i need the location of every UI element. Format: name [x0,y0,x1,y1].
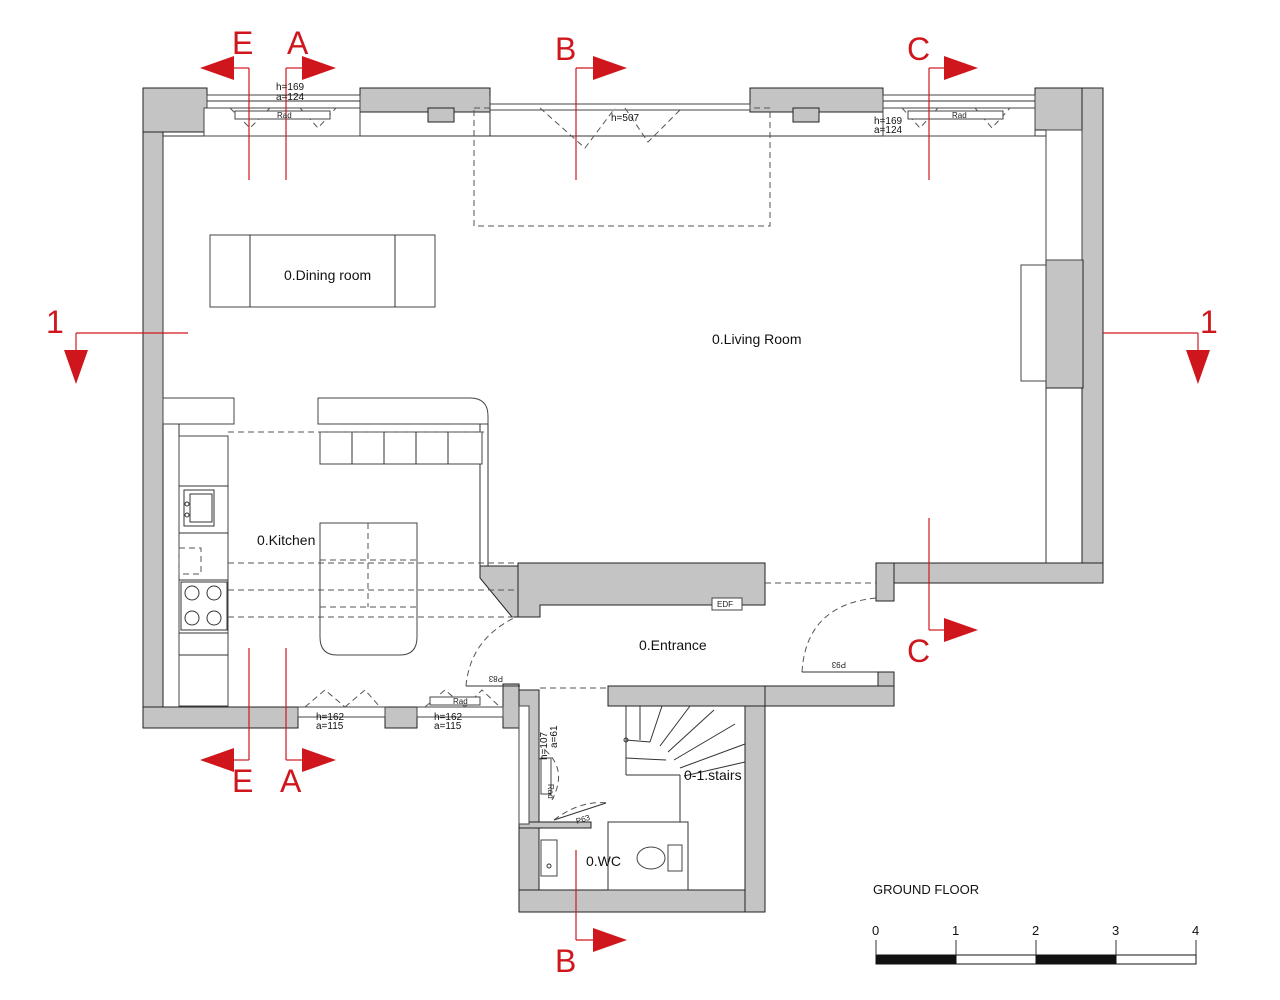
kitchen-counter-top [317,397,489,425]
wall-annex-south [518,889,766,913]
note-nw-window-h: h=169 [276,82,305,93]
note-s-window-1-h: h=162 [316,712,345,723]
scale-tick-0: 0 [872,923,879,938]
room-label-wc: 0.WC [586,853,621,869]
kitchen-counter-west [178,435,229,707]
wc-toilet-cistern [667,844,683,872]
note-rad-nw: Rad [277,111,292,120]
furniture [178,234,746,891]
kitchen-sink [183,489,215,527]
room-label-stairs: 0-1.stairs [684,767,742,783]
note-bay-door-h: h=507 [611,113,640,124]
windows [206,94,1036,825]
annotations: h=169 a=124 h=169 a=124 h=507 h=162 a=11… [276,82,967,826]
wc-partition [607,821,689,891]
section-label-a-bottom: A [280,763,302,799]
note-s-window-2-h: h=162 [434,712,463,723]
note-stair-window-h: h=107 [539,731,550,760]
doors [465,96,878,821]
radiator-ne [907,110,1004,120]
wall-south-pier [384,706,418,729]
room-label-kitchen: 0.Kitchen [257,532,315,548]
wall-east-lower [875,562,1104,584]
section-label-b-top: B [555,31,576,67]
note-rad-ne: Rad [952,111,967,120]
wall-east-step [875,562,895,602]
kitchen-hob [180,581,228,631]
note-nw-window-a: a=124 [276,92,305,103]
wall-south-left [142,706,299,729]
radiator-stairs [540,757,552,795]
kitchen-upper-cabinets [319,431,483,465]
note-rad-stairs: Rad [546,784,555,799]
kitchen-stub-wall [162,397,235,425]
floor-title: GROUND FLOOR [873,882,979,897]
note-stair-window-a: a=61 [549,725,560,748]
wall-wc-west [518,821,592,829]
wall-west [142,87,164,729]
scale-tick-2: 2 [1032,923,1039,938]
wc-basin [540,839,558,877]
wall-north-pier-1 [359,87,491,113]
wc-toilet-bowl [636,846,666,870]
dining-table [209,234,436,308]
note-edf: EDF [717,600,733,609]
staircase [623,705,746,822]
wall-east-chimney [1045,259,1084,389]
room-label-living: 0.Living Room [712,331,802,347]
note-s-window-2-a: a=115 [434,721,462,732]
scale-tick-4: 4 [1192,923,1199,938]
section-label-b-bottom: B [555,943,576,979]
interior-outlines [162,107,1083,707]
section-label-1-left: 1 [46,304,64,340]
note-door-p83: P83 [488,674,503,683]
room-label-dining: 0.Dining room [284,267,371,283]
wall-central-partition-angle [479,565,519,618]
fireplace-hearth [1020,264,1047,382]
scale-tick-3: 3 [1112,923,1119,938]
note-door-p63: P63 [575,813,592,826]
section-label-e-bottom: E [232,763,253,799]
note-rad-s: Rad [453,697,468,706]
wall-annex-east [744,685,766,913]
scale-tick-1: 1 [952,923,959,938]
title-block: GROUND FLOOR 0 1 2 3 4 [872,882,1199,965]
section-label-1-right: 1 [1200,304,1218,340]
east-wall-recess [1045,129,1083,261]
wall-north-pier-1b [427,107,455,123]
wall-northwest-corner [142,87,208,133]
wall-annex-north [607,685,766,707]
wall-east [1081,87,1104,584]
section-cuts [64,56,1210,952]
radiator-nw [234,110,331,120]
section-labels: E A B C 1 1 E A C B [46,25,1218,979]
bay-window-outline [473,107,771,227]
note-door-p93: P93 [831,660,846,669]
scale-bar: 0 1 2 3 4 [872,923,1199,965]
note-ne-window-h: h=169 [874,116,903,127]
edf-meter-box [711,597,743,611]
note-s-window-1-a: a=115 [316,721,344,732]
section-label-c-bottom: C [907,633,930,669]
section-label-e-top: E [232,25,253,61]
wall-south-end [502,683,520,729]
note-ne-window-a: a=124 [874,125,903,136]
section-label-a-top: A [287,25,309,61]
radiator-s [429,696,481,706]
wall-north-pier-2b [792,107,820,123]
section-label-c-top: C [907,31,930,67]
room-label-entrance: 0.Entrance [639,637,707,653]
room-labels: 0.Dining room 0.Living Room 0.Kitchen 0.… [257,267,802,869]
